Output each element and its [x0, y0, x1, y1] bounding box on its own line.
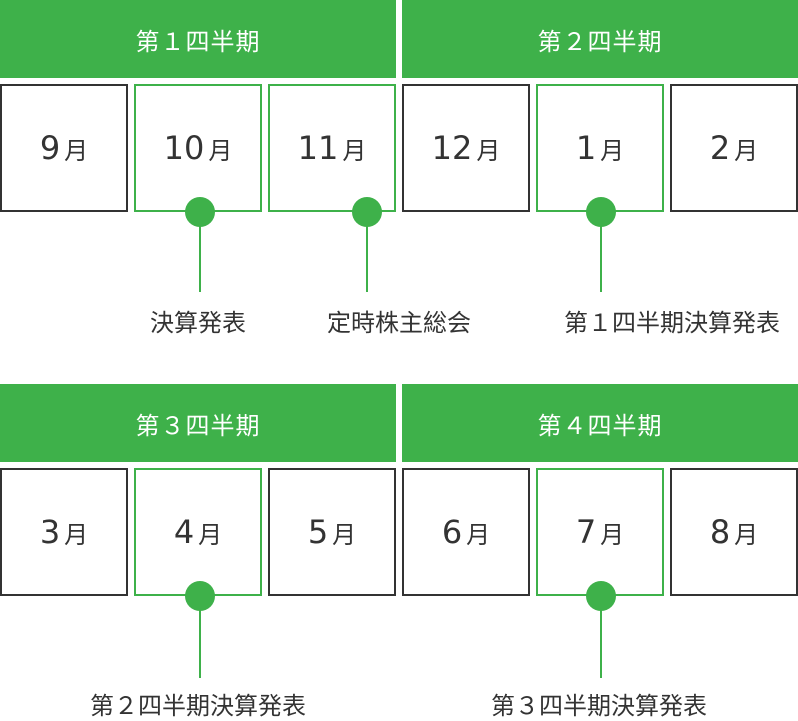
event-label-earnings: 決算発表 — [150, 309, 246, 337]
quarter-header-4: 第４四半期 — [402, 384, 798, 462]
event-label-q1-earnings: 第１四半期決算発表 — [564, 309, 780, 337]
event-line-oct — [199, 222, 201, 292]
event-line-jan — [600, 222, 602, 292]
quarter-header-3: 第３四半期 — [0, 384, 396, 462]
event-label-q3-earnings: 第３四半期決算発表 — [491, 692, 707, 720]
event-line-jul — [600, 606, 602, 678]
event-line-nov — [366, 222, 368, 292]
quarter-header-2: 第２四半期 — [402, 0, 798, 78]
event-line-apr — [199, 606, 201, 678]
event-label-agm: 定時株主総会 — [327, 309, 471, 337]
quarter-header-1: 第１四半期 — [0, 0, 396, 78]
event-label-q2-earnings: 第２四半期決算発表 — [90, 692, 306, 720]
